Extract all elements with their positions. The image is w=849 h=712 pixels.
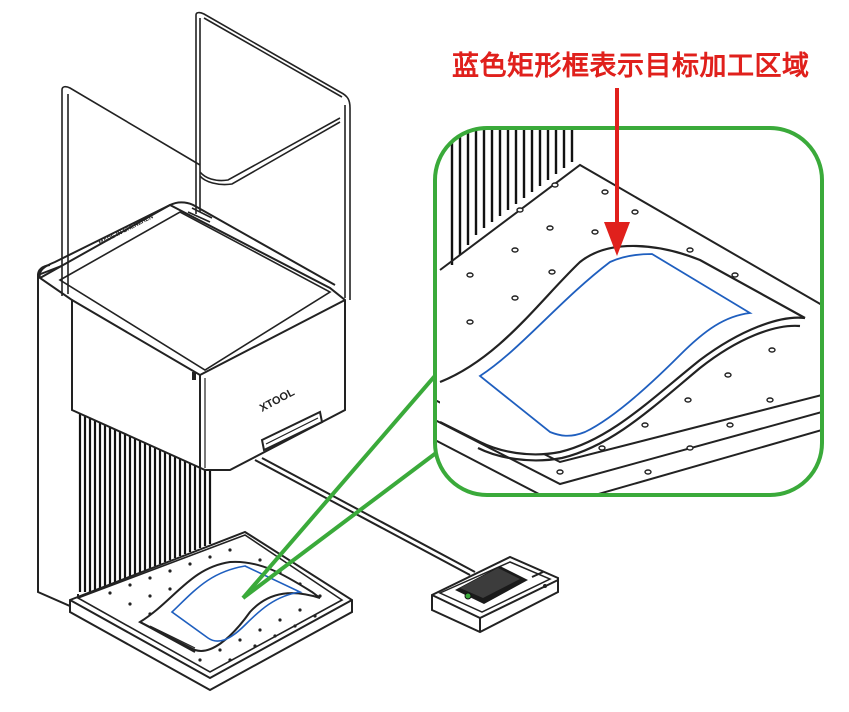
annotation-caption: 蓝色矩形框表示目标加工区域 [452,51,810,82]
cable [254,457,476,576]
zoom-frame [433,126,824,497]
target-area [478,253,753,437]
enclosure-lid [61,11,351,300]
zoom-callout-lines [241,368,442,600]
zoom-cooling-fins [450,128,574,265]
laser-head: MADE IN SHENZHEN XTOOL [38,201,346,471]
workpiece-small [137,560,321,653]
down-arrow-icon [604,88,630,256]
cooling-fins [76,398,216,594]
control-box [431,555,559,634]
target-area-small [170,565,303,642]
zoom-detail [433,126,824,497]
